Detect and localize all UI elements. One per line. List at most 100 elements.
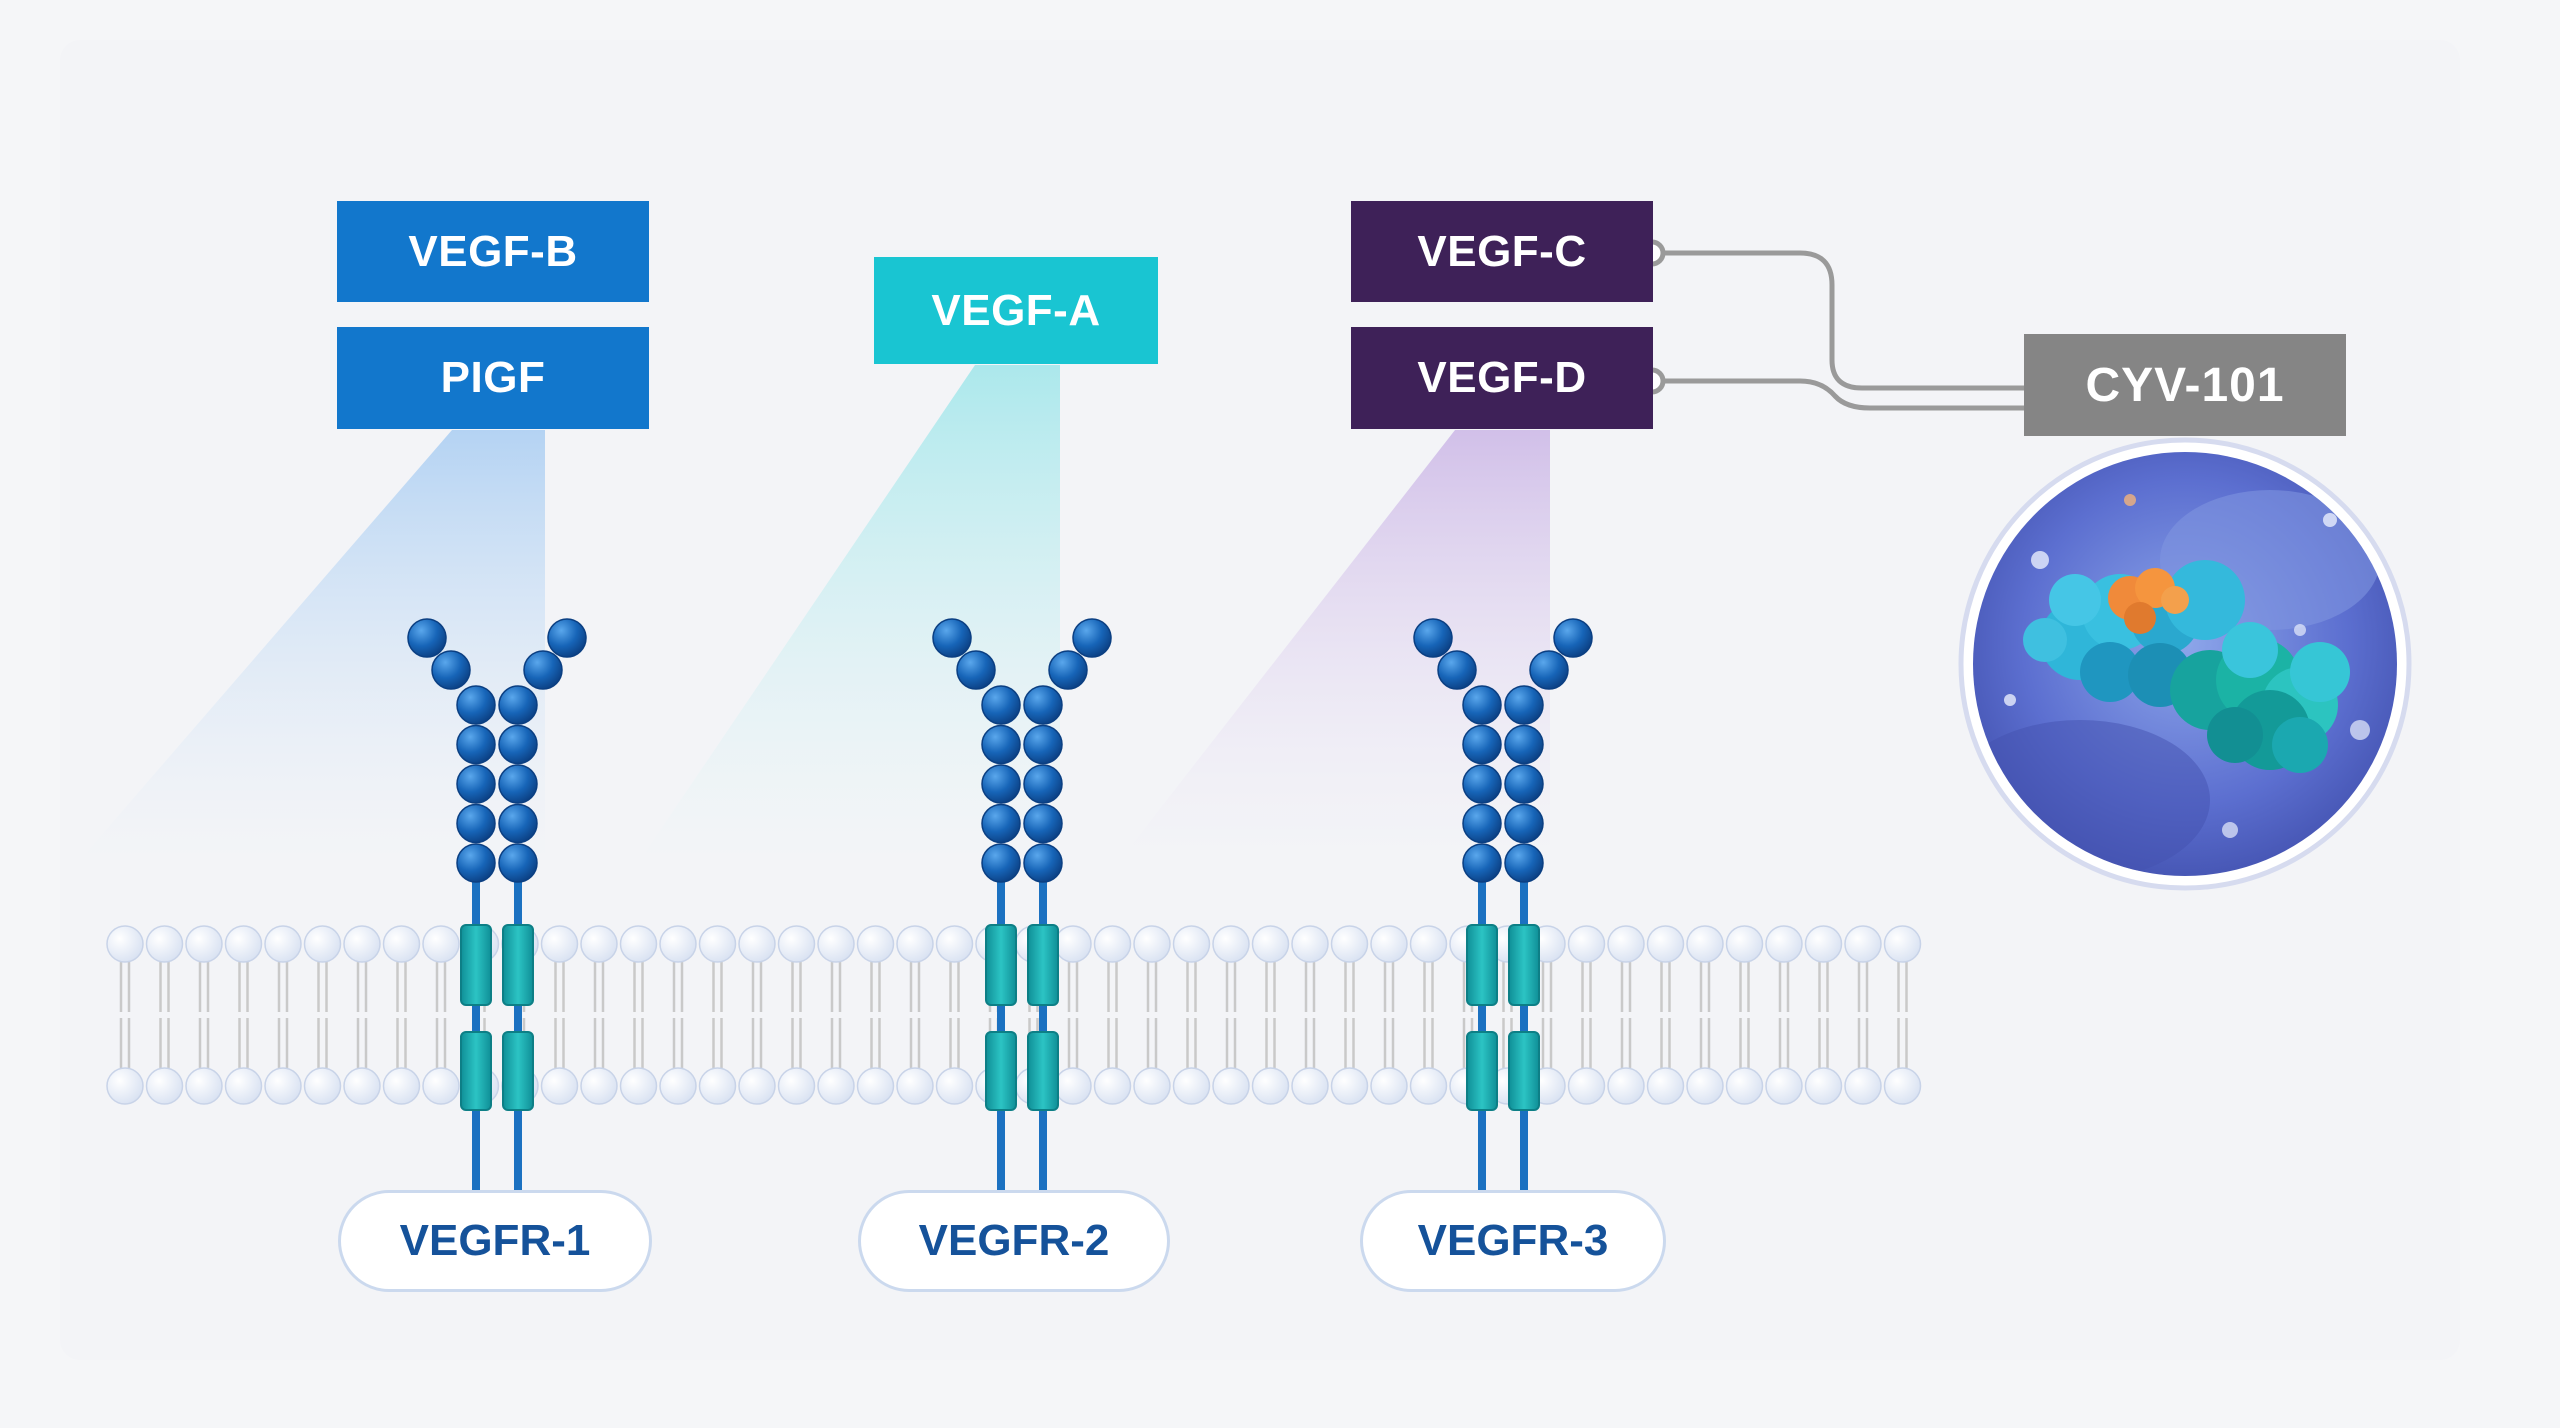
receptor-domain-bead xyxy=(1462,803,1502,844)
receptor-domain-bead xyxy=(456,803,496,844)
receptor-label-vegfr-2: VEGFR-2 xyxy=(858,1190,1170,1292)
lipid xyxy=(1251,925,1290,1105)
lipid xyxy=(817,925,855,1105)
lipid xyxy=(1409,925,1448,1105)
receptor-domain-bead xyxy=(498,843,538,883)
ligand-vegf-a: VEGF-A xyxy=(874,257,1158,364)
transmembrane-segment xyxy=(1466,924,1498,1006)
receptor-domain-bead xyxy=(956,650,996,690)
lipid xyxy=(1172,925,1211,1105)
receptor-domain-bead xyxy=(1504,724,1544,765)
lipid xyxy=(580,925,618,1105)
transmembrane-segment xyxy=(1508,924,1540,1006)
receptor-label-vegfr-3: VEGFR-3 xyxy=(1360,1190,1666,1292)
receptor-domain-bead xyxy=(1462,685,1502,725)
lipid xyxy=(619,925,658,1105)
lipid xyxy=(896,925,934,1105)
ligand-pigf: PIGF xyxy=(337,327,649,429)
receptor-domain-bead xyxy=(1023,843,1063,883)
lipid xyxy=(540,925,579,1105)
lipid xyxy=(698,925,737,1105)
lipid xyxy=(1133,925,1171,1105)
lipid xyxy=(1646,925,1685,1105)
receptor-domain-bead xyxy=(932,618,972,658)
beam-vegfr2 xyxy=(640,365,1060,860)
transmembrane-segment xyxy=(1508,1031,1540,1111)
lipid xyxy=(777,925,816,1105)
receptor-vegfr-3 xyxy=(1413,618,1593,1190)
lipid xyxy=(1883,925,1922,1105)
receptor-domain-bead xyxy=(981,685,1021,725)
lipid xyxy=(1291,925,1329,1105)
lipid xyxy=(738,925,776,1105)
lipid xyxy=(856,925,895,1105)
lipid xyxy=(935,925,974,1105)
transmembrane-segment xyxy=(502,1031,534,1111)
lipid xyxy=(1054,925,1092,1105)
lipid xyxy=(1725,925,1764,1105)
receptor-domain-bead xyxy=(1413,618,1453,658)
lipid xyxy=(659,925,697,1105)
receptor-domain-bead xyxy=(431,650,471,690)
lipid xyxy=(303,925,342,1105)
receptor-domain-bead xyxy=(498,724,538,765)
receptor-domain-bead xyxy=(981,803,1021,844)
beam-vegfr3 xyxy=(1120,430,1550,860)
lipid xyxy=(224,925,263,1105)
receptor-domain-bead xyxy=(1504,843,1544,883)
receptor-domain-bead xyxy=(981,843,1021,883)
transmembrane-segment xyxy=(985,924,1017,1006)
receptor-vegfr-1 xyxy=(407,618,587,1190)
lipid xyxy=(1804,925,1843,1105)
ligand-vegf-b: VEGF-B xyxy=(337,201,649,302)
receptor-domain-bead xyxy=(981,764,1021,804)
lipid xyxy=(145,925,184,1105)
receptor-domain-bead xyxy=(498,685,538,725)
receptor-domain-bead xyxy=(1023,724,1063,765)
transmembrane-segment xyxy=(460,924,492,1006)
receptor-domain-bead xyxy=(1023,764,1063,804)
receptor-domain-bead xyxy=(1462,764,1502,804)
ligand-vegf-d: VEGF-D xyxy=(1351,327,1653,429)
receptor-domain-bead xyxy=(1504,764,1544,804)
transmembrane-segment xyxy=(1027,924,1059,1006)
lipid xyxy=(185,925,223,1105)
lipid xyxy=(422,925,460,1105)
receptor-label-vegfr-1: VEGFR-1 xyxy=(338,1190,652,1292)
receptor-domain-bead xyxy=(1462,724,1502,765)
beam-vegfr1 xyxy=(80,430,545,860)
receptor-domain-bead xyxy=(456,843,496,883)
lipid xyxy=(1212,925,1250,1105)
lipid xyxy=(1607,925,1645,1105)
lipid xyxy=(1686,925,1724,1105)
receptor-domain-bead xyxy=(1072,618,1112,658)
receptor-domain-bead xyxy=(456,764,496,804)
ligand-vegf-c: VEGF-C xyxy=(1351,201,1653,302)
receptor-vegfr-2 xyxy=(932,618,1112,1190)
lipid xyxy=(1330,925,1369,1105)
receptor-domain-bead xyxy=(456,724,496,765)
receptor-domain-bead xyxy=(1529,650,1569,690)
receptor-domain-bead xyxy=(407,618,447,658)
receptor-domain-bead xyxy=(1023,803,1063,844)
receptor-domain-bead xyxy=(981,724,1021,765)
receptor-domain-bead xyxy=(498,803,538,844)
receptor-domain-bead xyxy=(1437,650,1477,690)
connector-vegf-d xyxy=(1652,378,2024,411)
cell-membrane xyxy=(106,925,1922,1105)
lipid xyxy=(1370,925,1408,1105)
protein-structure-illustration xyxy=(1958,437,2412,891)
receptor-domain-bead xyxy=(1504,803,1544,844)
receptor-domain-bead xyxy=(1504,685,1544,725)
connector-vegf-c xyxy=(1652,250,2024,391)
lipid xyxy=(1093,925,1132,1105)
receptor-domain-bead xyxy=(1553,618,1593,658)
receptor-domain-bead xyxy=(1048,650,1088,690)
lipid xyxy=(1567,925,1606,1105)
receptor-domain-bead xyxy=(456,685,496,725)
lipid xyxy=(382,925,421,1105)
transmembrane-segment xyxy=(1466,1031,1498,1111)
lipid xyxy=(264,925,302,1105)
receptor-domain-bead xyxy=(498,764,538,804)
